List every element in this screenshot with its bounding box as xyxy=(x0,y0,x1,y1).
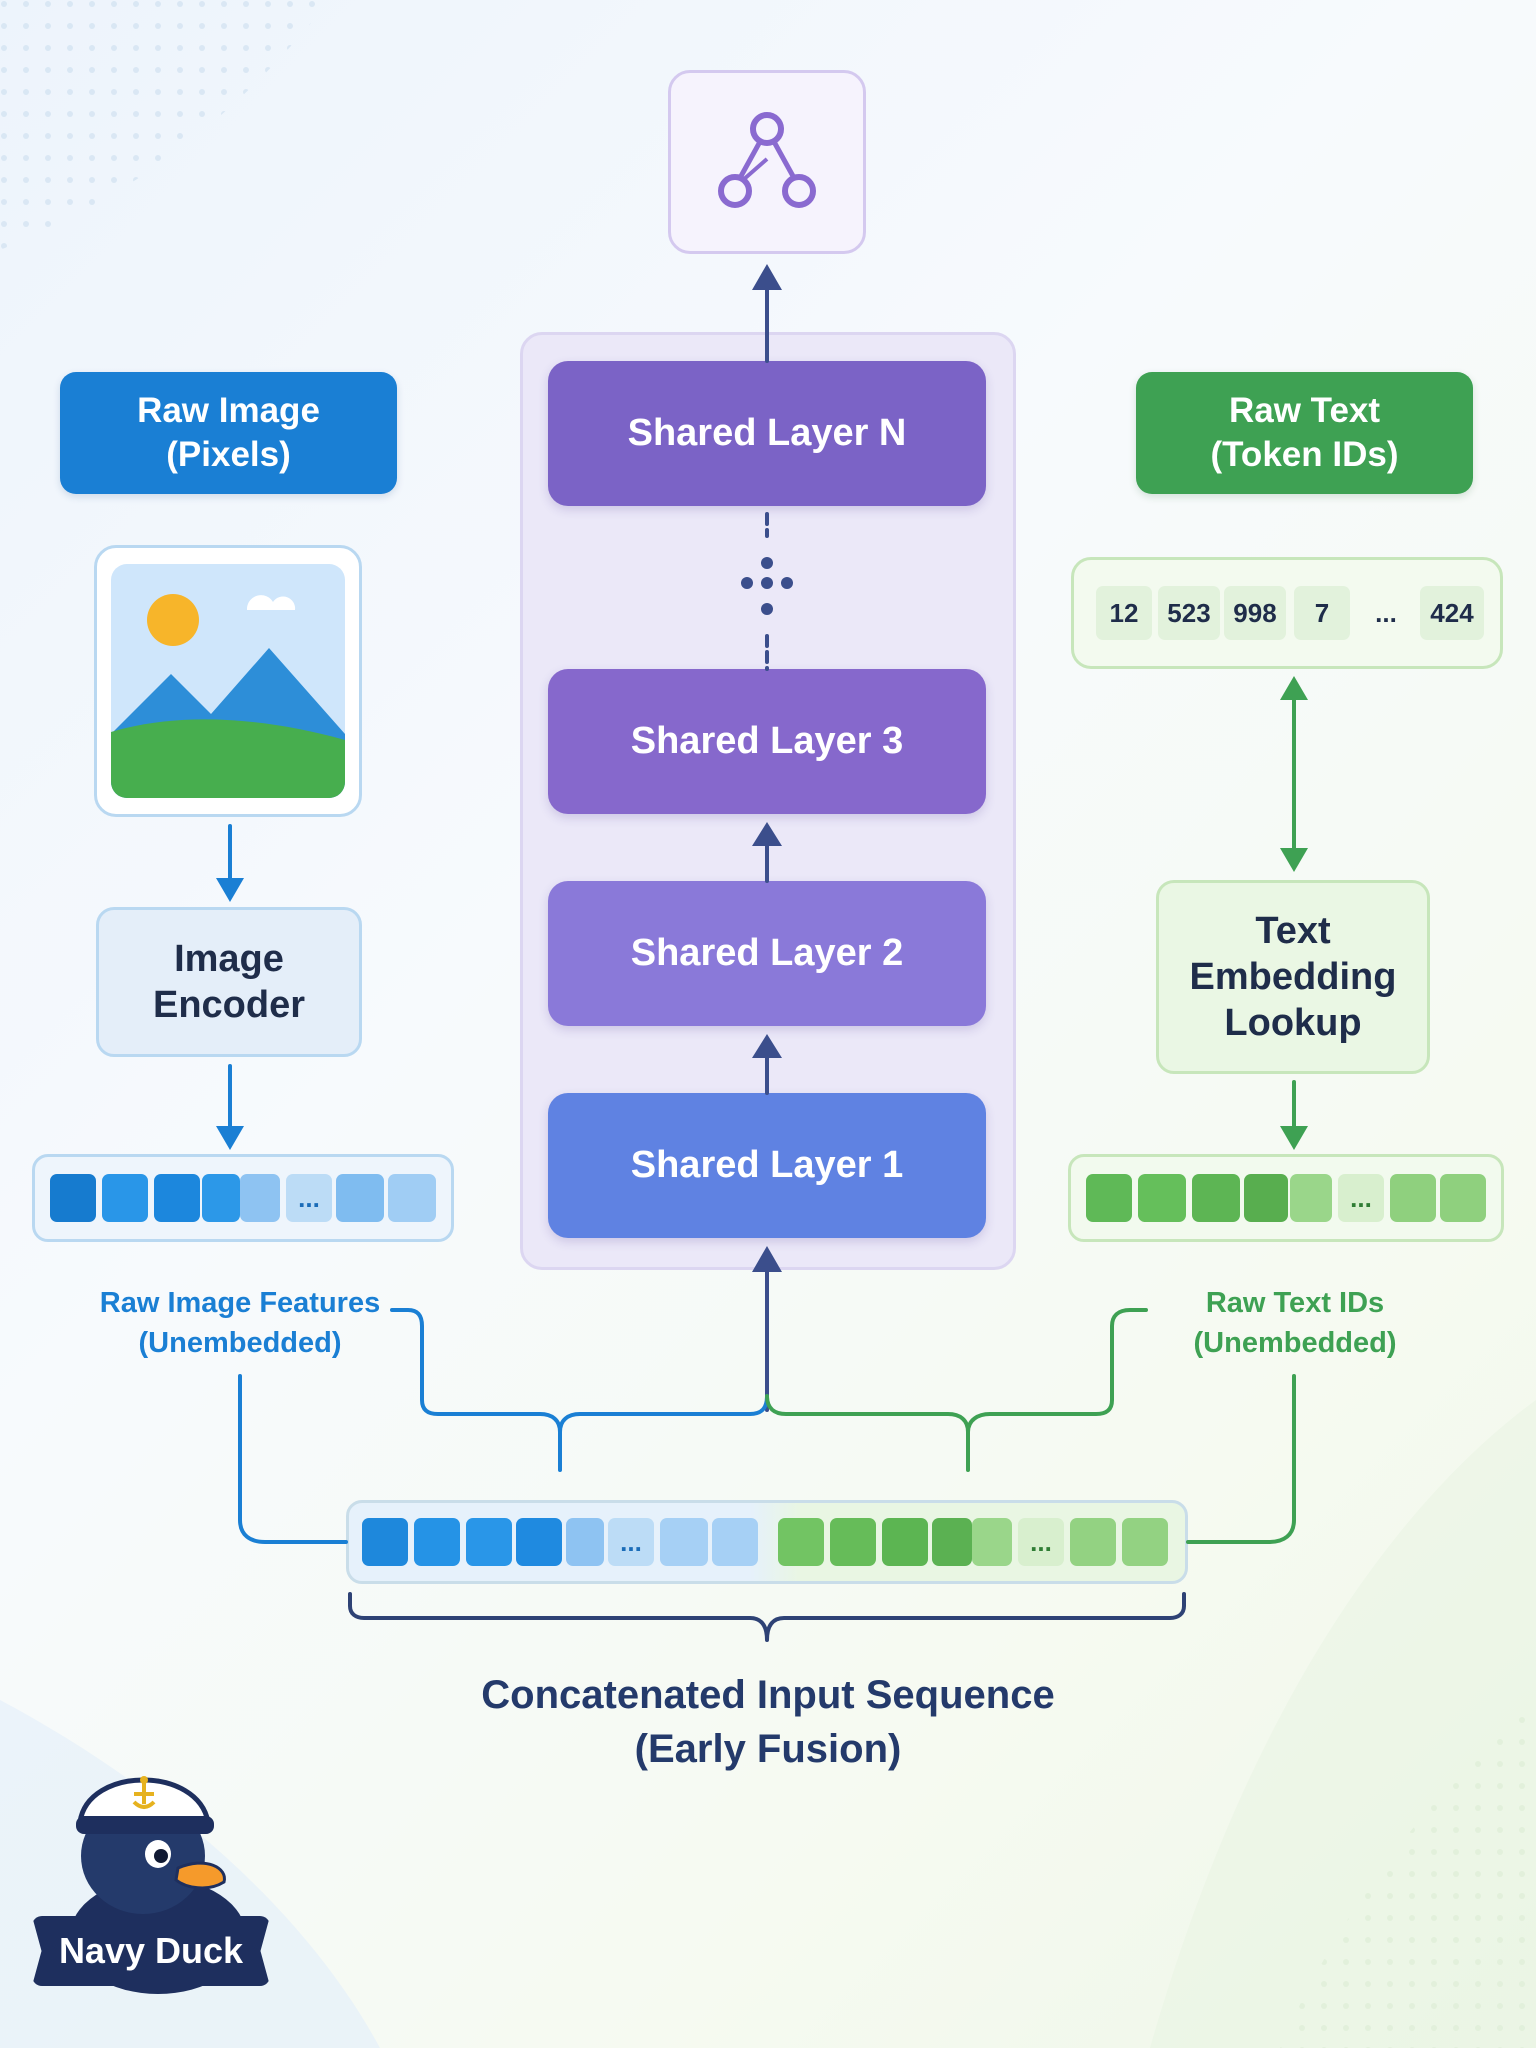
brand-badge: Navy Duck xyxy=(32,1916,270,1986)
raw-image-frame xyxy=(94,545,362,817)
token-id: 7 xyxy=(1294,586,1350,640)
image-token xyxy=(50,1174,96,1222)
sequence-caption: Concatenated Input Sequence (Early Fusio… xyxy=(400,1666,1136,1778)
sequence-text-token xyxy=(1122,1518,1168,1566)
shared-layer-2: Shared Layer 2 xyxy=(548,881,986,1026)
sequence-image-token xyxy=(414,1518,460,1566)
sequence-image-token xyxy=(362,1518,408,1566)
text-ids-caption-line2: (Unembedded) xyxy=(1193,1327,1397,1359)
raw-text-label-line1: Raw Text xyxy=(1228,391,1381,430)
token-id-ellipsis: ... xyxy=(1375,597,1397,628)
sequence-image-ellipsis: ... xyxy=(608,1518,654,1566)
image-token xyxy=(388,1174,436,1222)
sequence-text-token xyxy=(972,1518,1012,1566)
shared-layer-1: Shared Layer 1 xyxy=(548,1093,986,1238)
sequence-image-token xyxy=(660,1518,708,1566)
sequence-image-token xyxy=(466,1518,512,1566)
image-token xyxy=(102,1174,148,1222)
text-ids-caption-line1: Raw Text IDs xyxy=(1205,1287,1385,1319)
sequence-text-token xyxy=(932,1518,972,1566)
raw-image-label-line2: (Pixels) xyxy=(166,435,291,474)
token-id: 998 xyxy=(1224,586,1286,640)
image-landscape-icon xyxy=(111,564,345,798)
image-token xyxy=(240,1174,280,1222)
image-token xyxy=(154,1174,200,1222)
sequence-caption-line2: (Early Fusion) xyxy=(634,1727,902,1771)
text-embedding-line1: Text xyxy=(1255,910,1331,952)
sequence-image-token xyxy=(566,1518,604,1566)
image-token-ellipsis: ... xyxy=(286,1174,332,1222)
raw-text-label-line2: (Token IDs) xyxy=(1210,435,1399,474)
output-box xyxy=(668,70,866,254)
text-token xyxy=(1390,1174,1436,1222)
sequence-image-token xyxy=(712,1518,758,1566)
text-embedding-box: Text Embedding Lookup xyxy=(1156,880,1430,1074)
sequence-text-ellipsis: ... xyxy=(1018,1518,1064,1566)
image-encoder-line1: Image xyxy=(174,938,284,980)
brand-name: Navy Duck xyxy=(58,1930,244,1971)
text-token xyxy=(1192,1174,1240,1222)
text-embedding-line3: Lookup xyxy=(1224,1002,1362,1044)
raw-image-label-line1: Raw Image xyxy=(137,391,320,430)
image-features-caption-line2: (Unembedded) xyxy=(138,1327,342,1359)
token-id: 523 xyxy=(1158,586,1220,640)
sequence-text-token xyxy=(1070,1518,1116,1566)
image-features-caption-line1: Raw Image Features xyxy=(99,1287,381,1319)
sequence-image-token xyxy=(516,1518,562,1566)
token-id: 424 xyxy=(1420,586,1484,640)
text-token xyxy=(1138,1174,1186,1222)
text-token xyxy=(1244,1174,1288,1222)
image-encoder-box: Image Encoder xyxy=(96,907,362,1057)
image-features-caption: Raw Image Features (Unembedded) xyxy=(90,1282,390,1364)
image-token xyxy=(202,1174,240,1222)
text-token xyxy=(1086,1174,1132,1222)
text-token xyxy=(1440,1174,1486,1222)
sequence-text-token xyxy=(778,1518,824,1566)
text-token-ellipsis: ... xyxy=(1338,1174,1384,1222)
network-graph-icon xyxy=(718,112,816,208)
sequence-text-token xyxy=(830,1518,876,1566)
text-embedding-line2: Embedding xyxy=(1189,956,1397,998)
shared-layer-3: Shared Layer 3 xyxy=(548,669,986,814)
image-encoder-line2: Encoder xyxy=(152,984,306,1026)
shared-layer-n: Shared Layer N xyxy=(548,361,986,506)
image-token xyxy=(336,1174,384,1222)
raw-image-label: Raw Image (Pixels) xyxy=(60,372,397,494)
raw-text-label: Raw Text (Token IDs) xyxy=(1136,372,1473,494)
token-id: 12 xyxy=(1096,586,1152,640)
text-ids-caption: Raw Text IDs (Unembedded) xyxy=(1170,1282,1420,1364)
text-token xyxy=(1290,1174,1332,1222)
sequence-caption-line1: Concatenated Input Sequence xyxy=(481,1673,1055,1717)
sequence-text-token xyxy=(882,1518,928,1566)
